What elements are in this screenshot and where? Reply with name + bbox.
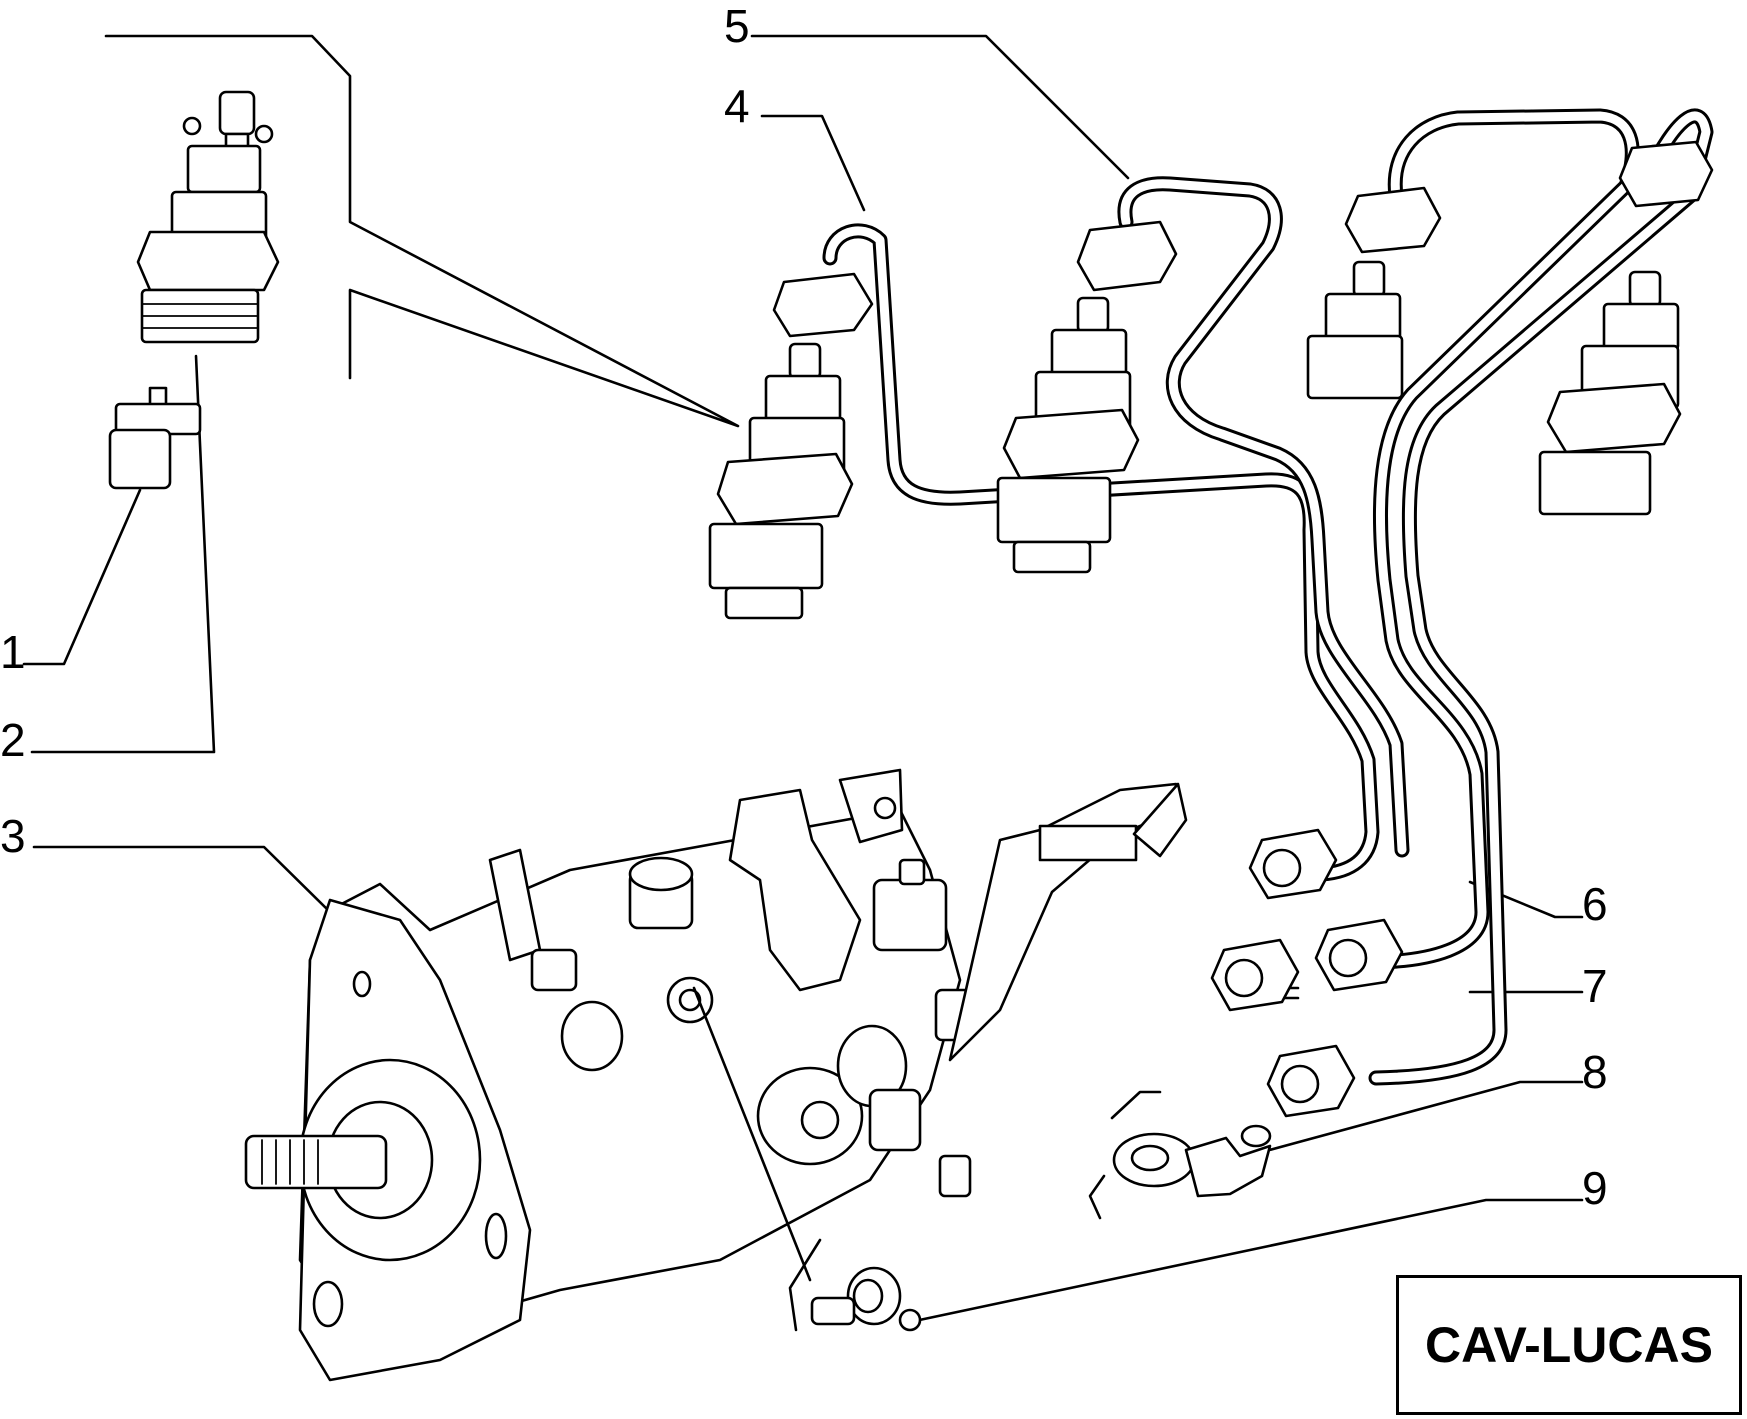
leader-line-5 (750, 34, 1130, 180)
injector-nozzle (108, 386, 202, 490)
leader-line-injector-group (104, 34, 740, 428)
banjo-fitting (1088, 1090, 1272, 1220)
callout-6: 6 (1582, 878, 1608, 930)
callout-5: 5 (724, 0, 750, 52)
callout-7: 7 (1582, 960, 1608, 1012)
injector-detached (136, 90, 280, 344)
injector-4 (1538, 140, 1714, 516)
callout-2: 2 (0, 714, 26, 766)
banjo-bolt (692, 986, 922, 1332)
brand-label: CAV-LUCAS (1425, 1317, 1713, 1373)
leader-line-1 (22, 488, 142, 666)
leader-line-2 (30, 354, 216, 754)
pipe-union-nuts (1210, 828, 1404, 1118)
injection-pump (244, 768, 1188, 1382)
callout-1: 1 (0, 626, 26, 678)
callout-labels: 1 2 3 4 5 6 7 8 9 (0, 0, 1608, 1214)
injector-3 (1306, 186, 1442, 400)
leader-line-9 (908, 1198, 1584, 1324)
callout-8: 8 (1582, 1046, 1608, 1098)
leader-line-4 (760, 114, 866, 212)
callout-3: 3 (0, 810, 26, 862)
leader-line-3 (32, 845, 332, 914)
brand-label-box: CAV-LUCAS (1396, 1275, 1742, 1415)
injector-2 (996, 220, 1178, 574)
callout-9: 9 (1582, 1162, 1608, 1214)
callout-4: 4 (724, 80, 750, 132)
leader-lines (22, 34, 1584, 1324)
leader-line-8 (1238, 1080, 1584, 1160)
injector-1 (708, 272, 874, 620)
fuel-pipes (822, 108, 1714, 1086)
